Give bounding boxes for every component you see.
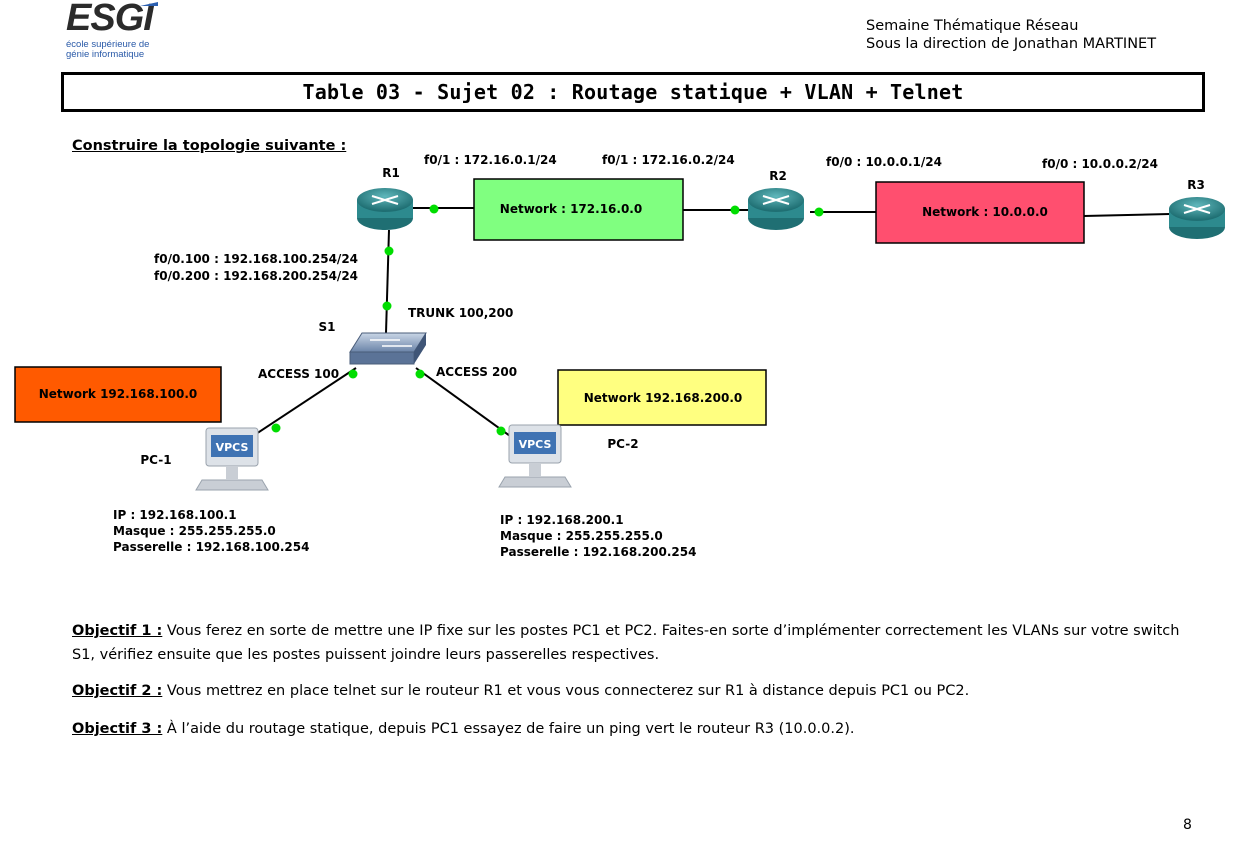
link-dot [382,301,392,311]
link-dot [348,369,358,379]
device-label-r2: R2 [769,169,787,183]
esgi-logo-mark: ESGI [66,0,158,36]
pc1-vpcs-label: VPCS [216,441,249,454]
objective-1: Objectif 1 : Vous ferez en sorte de mett… [72,619,1192,667]
access200-label: ACCESS 200 [436,365,517,379]
logo-subtitle-line1: école supérieure de [66,39,150,50]
header-event: Semaine Thématique Réseau [866,18,1079,34]
link-s1-pc2 [415,367,511,437]
objective-1-text: Vous ferez en sorte de mettre une IP fix… [72,623,1180,663]
objective-2-text: Vous mettrez en place telnet sur le rout… [162,683,970,699]
device-label-pc2: PC-2 [607,437,638,451]
device-label-r3: R3 [1187,178,1205,192]
network-192-168-200-label: Network 192.168.200.0 [584,391,743,405]
pc2-gateway: Passerelle : 192.168.200.254 [500,545,697,559]
router-r3-icon [1169,197,1225,239]
device-label-s1: S1 [319,320,336,334]
device-label-pc1: PC-1 [140,453,171,467]
network-topology-diagram: Network : 172.16.0.0 Network : 10.0.0.0 … [14,153,1225,491]
network-172-box: Network : 172.16.0.0 [473,178,684,241]
pc2-ip: IP : 192.168.200.1 [500,513,624,527]
interface-r1-sub100: f0/0.100 : 192.168.100.254/24 [154,252,358,266]
objective-2: Objectif 2 : Vous mettrez en place telne… [72,679,1192,703]
network-192-168-100-label: Network 192.168.100.0 [39,387,198,401]
network-10-label: Network : 10.0.0.0 [922,205,1048,219]
trunk-label: TRUNK 100,200 [408,306,513,320]
link-dot [496,426,506,436]
header-direction: Sous la direction de Jonathan MARTINET [866,36,1157,52]
network-172-label: Network : 172.16.0.0 [500,202,642,216]
interface-r1-f01: f0/1 : 172.16.0.1/24 [424,153,557,167]
link-net10-r3 [1083,213,1171,217]
link-dots [271,204,824,436]
pc1-mask: Masque : 255.255.255.0 [113,524,276,538]
link-dot [415,369,425,379]
device-label-r1: R1 [382,166,400,180]
pc1-vpcs-icon: VPCS [195,427,269,491]
objective-2-label: Objectif 2 : [72,683,163,699]
objective-3-label: Objectif 3 : [72,721,163,737]
link-dot [730,205,740,215]
pc1-gateway: Passerelle : 192.168.100.254 [113,540,310,554]
interface-r3-f00: f0/0 : 10.0.0.2/24 [1042,157,1158,171]
link-s1-pc1 [249,367,357,439]
logo-subtitle-line2: génie informatique [66,49,145,60]
objective-3-text: À l’aide du routage statique, depuis PC1… [162,721,855,737]
access100-label: ACCESS 100 [258,367,339,381]
link-r1-s1 [385,229,390,334]
pc2-config: IP : 192.168.200.1 Masque : 255.255.255.… [500,512,696,560]
title-box: Table 03 - Sujet 02 : Routage statique +… [61,72,1205,112]
switch-s1-icon [349,332,427,365]
page-title: Table 03 - Sujet 02 : Routage statique +… [302,80,964,104]
interface-r1-sub200: f0/0.200 : 192.168.200.254/24 [154,269,358,283]
page-number: 8 [1183,817,1192,833]
interface-r2-f00: f0/0 : 10.0.0.1/24 [826,155,942,169]
objective-1-label: Objectif 1 : [72,623,163,639]
link-dot [271,423,281,433]
pc2-mask: Masque : 255.255.255.0 [500,529,663,543]
pc2-vpcs-label: VPCS [519,438,552,451]
network-10-box: Network : 10.0.0.0 [875,181,1085,244]
pc1-ip: IP : 192.168.100.1 [113,508,237,522]
objective-3: Objectif 3 : À l’aide du routage statiqu… [72,717,1192,741]
header-info: Semaine Thématique Réseau Sous la direct… [866,17,1156,53]
link-dot [384,246,394,256]
interface-r2-f01: f0/1 : 172.16.0.2/24 [602,153,735,167]
router-r2-icon [748,188,804,230]
esgi-logo: ESGI école supérieure de génie informati… [66,0,176,62]
link-dot [429,204,439,214]
pc1-config: IP : 192.168.100.1 Masque : 255.255.255.… [113,507,309,555]
network-192-168-100-box: Network 192.168.100.0 [14,366,222,423]
section-label: Construire la topologie suivante : [72,138,347,154]
link-dot [814,207,824,217]
network-192-168-200-box: Network 192.168.200.0 [557,369,767,426]
router-r1-icon [357,188,413,230]
pc2-vpcs-icon: VPCS [498,424,572,488]
